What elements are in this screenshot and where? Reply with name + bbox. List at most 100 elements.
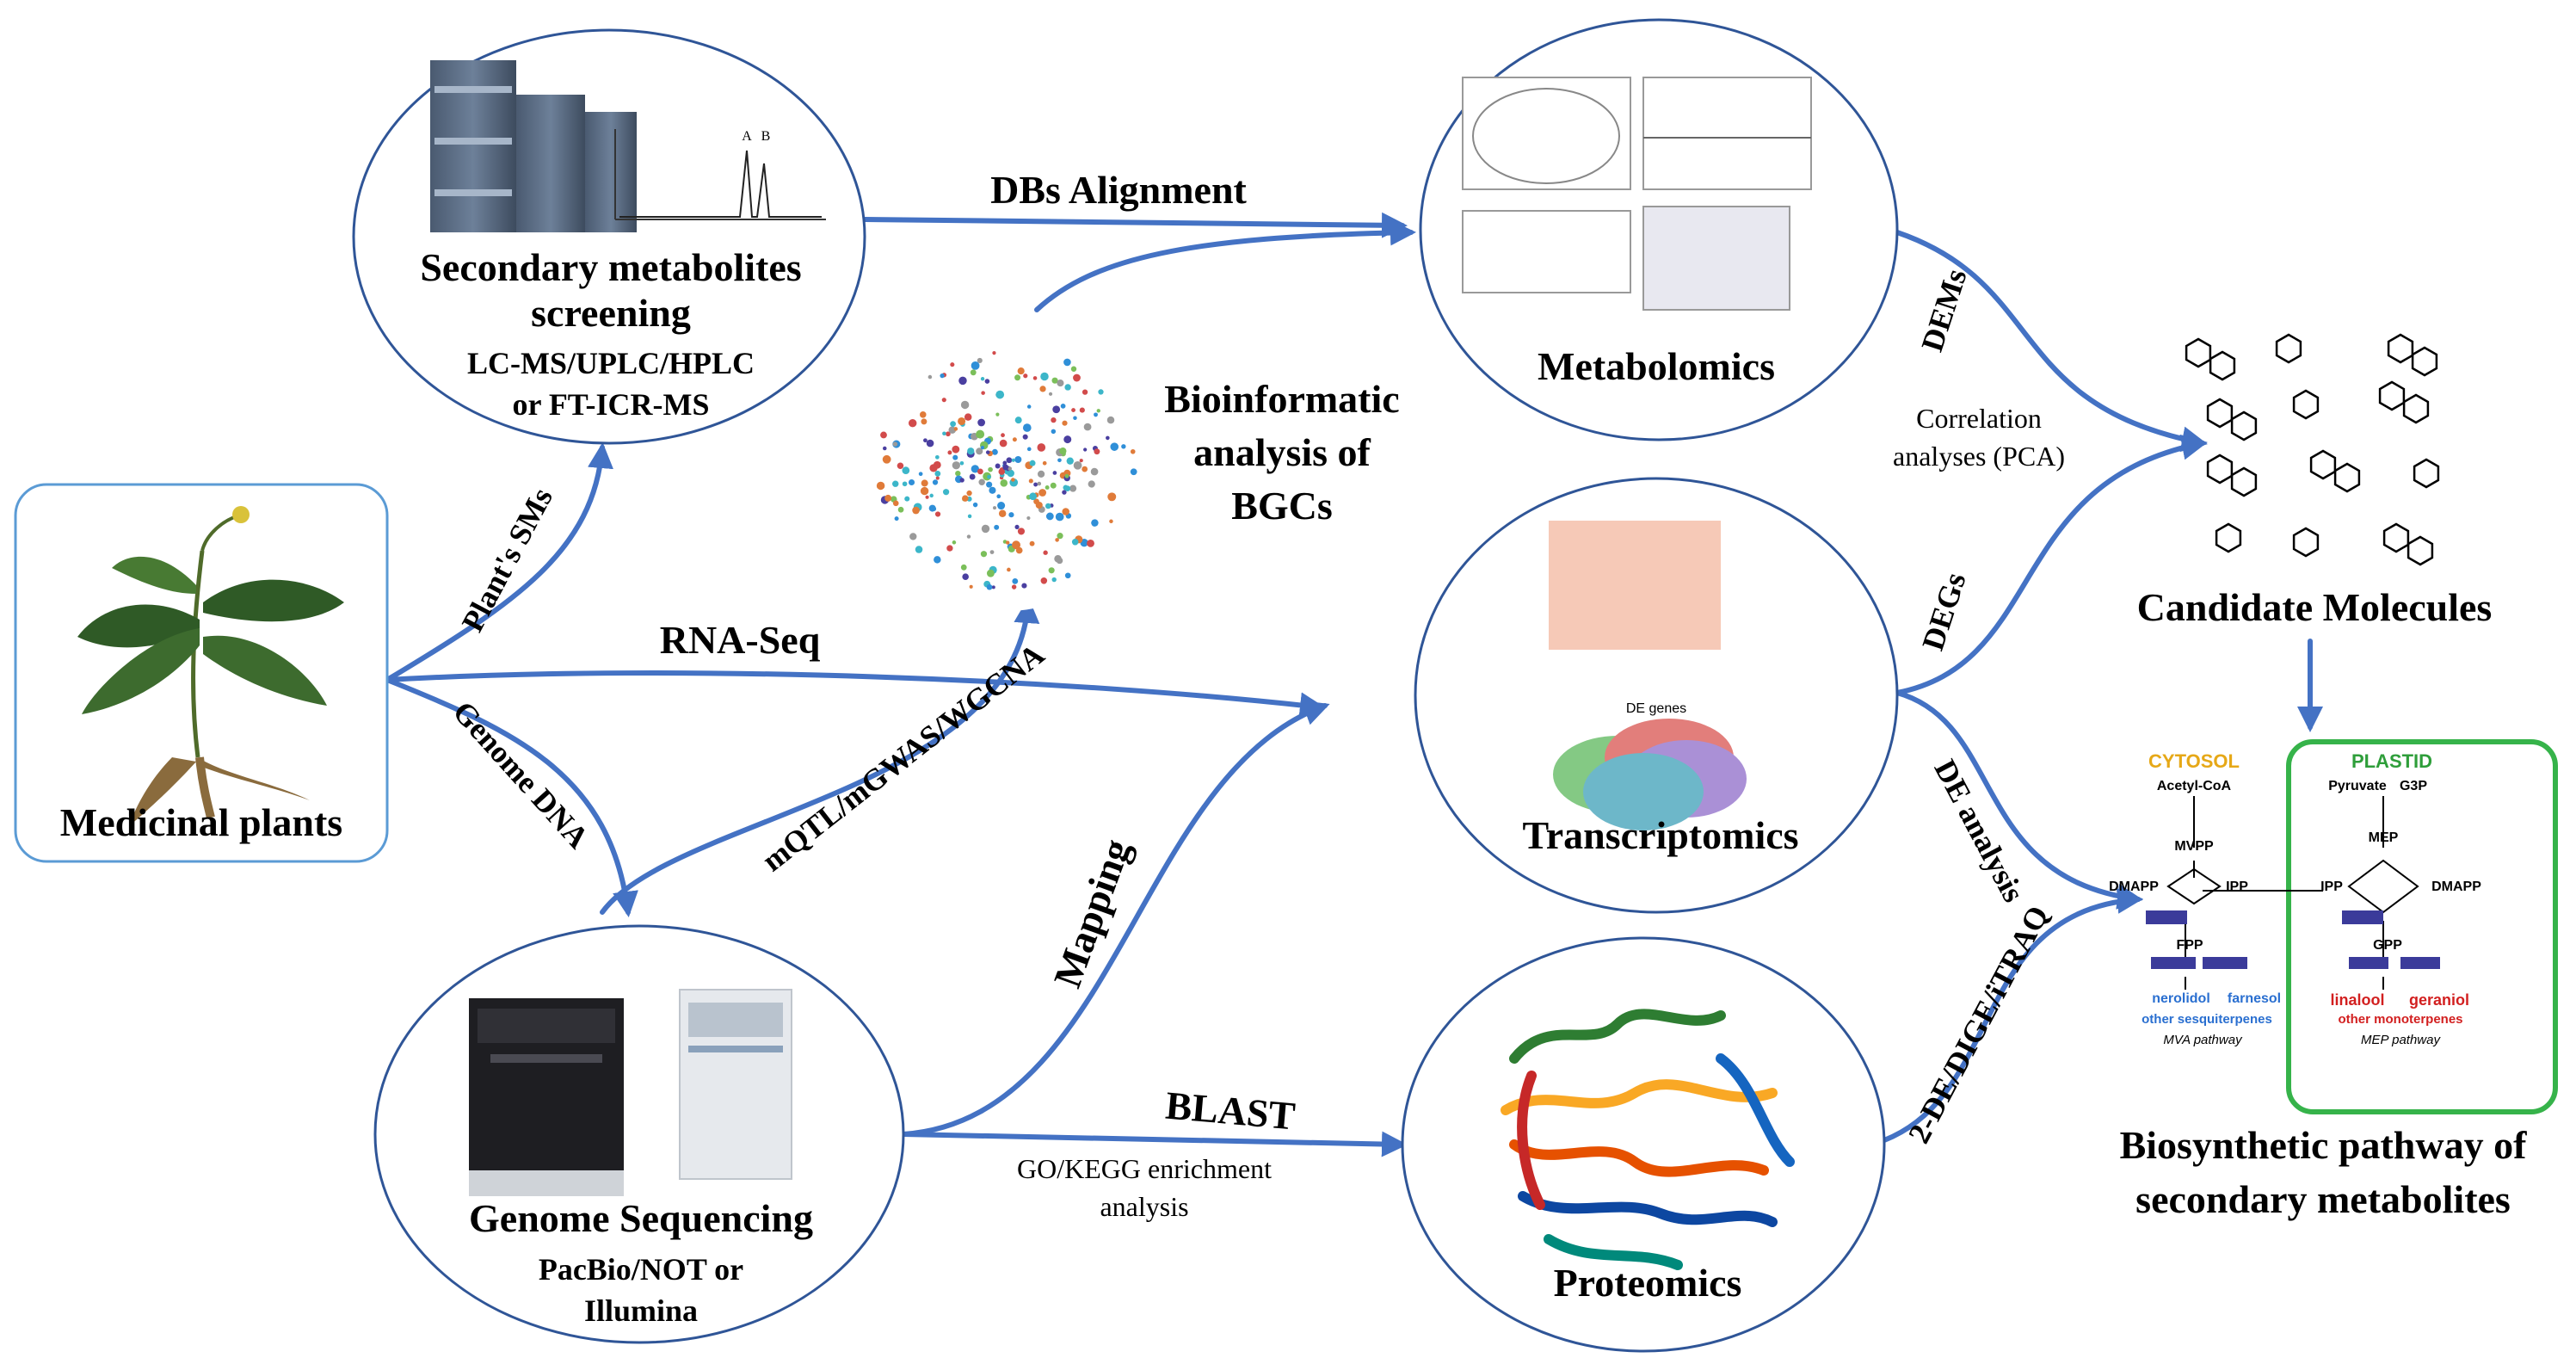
edge-label-rna-seq: RNA-Seq <box>659 618 821 662</box>
network-node <box>1060 403 1066 409</box>
network-node <box>912 506 920 515</box>
network-node <box>921 418 927 425</box>
network-node <box>884 494 892 502</box>
network-node <box>1054 555 1062 563</box>
network-node <box>1096 409 1100 413</box>
protein-structure <box>1501 1009 1795 1270</box>
network-node <box>969 473 976 480</box>
network-node <box>1051 377 1058 384</box>
network-node <box>1052 471 1057 475</box>
candidate-molecules-label: Candidate Molecules <box>2136 585 2493 629</box>
network-node <box>953 427 958 431</box>
network-node <box>960 400 970 410</box>
secondary-methods-2: or FT-ICR-MS <box>512 387 710 422</box>
molecule-ring <box>2333 462 2361 493</box>
network-node <box>1000 479 1008 487</box>
network-node <box>1090 467 1099 476</box>
network-node <box>1083 423 1092 431</box>
edges <box>385 212 2323 1157</box>
network-node <box>923 438 927 443</box>
network-node <box>1026 515 1031 521</box>
candidate-molecule-structures <box>2185 333 2440 566</box>
network-node <box>908 418 917 428</box>
network-node <box>995 463 1001 469</box>
bgc-label-1: Bioinformatic <box>1164 377 1400 421</box>
network-node <box>976 429 985 439</box>
secondary-metabolites-title-2: screening <box>531 291 691 335</box>
genome-sequencing-label: Genome Sequencing <box>469 1196 813 1240</box>
network-node <box>892 500 899 507</box>
sequencer-machines <box>469 989 792 1196</box>
network-node <box>995 390 1005 399</box>
network-node <box>935 476 940 480</box>
network-node <box>915 546 923 553</box>
network-node <box>966 490 972 497</box>
network-node <box>987 474 991 479</box>
network-node <box>1005 540 1010 545</box>
network-node <box>1014 374 1021 381</box>
network-node <box>909 533 917 540</box>
molecule-ring <box>2407 535 2434 566</box>
network-node <box>1106 435 1110 441</box>
network-node <box>1002 460 1008 466</box>
network-node <box>998 509 1007 517</box>
molecule-ring <box>2275 333 2302 364</box>
network-node <box>1012 540 1020 550</box>
network-node <box>959 460 964 466</box>
bgc-label-2: analysis of <box>1193 430 1371 474</box>
network-node <box>952 461 960 470</box>
pathway-mva: MVA pathway <box>2163 1033 2242 1047</box>
network-node <box>1029 460 1036 466</box>
network-node <box>1017 367 1025 375</box>
network-node <box>959 478 964 483</box>
network-node <box>947 450 952 455</box>
network-node <box>1057 533 1063 540</box>
network-node <box>941 398 946 403</box>
network-node <box>1029 492 1037 501</box>
molecule-ring <box>2185 337 2212 368</box>
network-node <box>981 524 990 534</box>
molecule-ring <box>2206 398 2234 429</box>
molecule-ring <box>2387 333 2414 364</box>
network-node <box>1021 583 1027 589</box>
network-node <box>1071 408 1075 413</box>
network-node <box>1055 538 1059 542</box>
pathway-mvpp: MVPP <box>2174 839 2214 854</box>
network-node <box>988 466 993 472</box>
edge-label-correlation-1: Correlation <box>1916 403 2042 434</box>
network-node <box>908 478 915 486</box>
network-node <box>1042 460 1047 466</box>
network-node <box>942 489 950 496</box>
network-node <box>989 486 996 494</box>
network-node <box>985 450 990 454</box>
network-node <box>986 481 993 488</box>
network-node <box>976 447 983 455</box>
network-node <box>920 486 929 496</box>
network-node <box>932 479 939 485</box>
proteomics-label: Proteomics <box>1553 1261 1742 1305</box>
network-node <box>996 494 1001 499</box>
network-node <box>1037 470 1045 478</box>
network-node <box>1064 384 1071 391</box>
network-node <box>1071 539 1079 546</box>
network-node <box>1087 539 1094 547</box>
network-node <box>952 445 960 454</box>
edge-de-analysis <box>1895 690 2143 910</box>
chromatogram-peak-b: B <box>761 129 771 144</box>
molecule-ring <box>2411 346 2438 377</box>
network-node <box>1022 434 1028 440</box>
network-node <box>931 506 937 512</box>
network-node <box>1045 485 1050 490</box>
network-node <box>980 551 988 558</box>
network-node <box>1052 405 1061 414</box>
network-node <box>1014 524 1020 529</box>
network-node <box>1066 457 1074 465</box>
pathway-mep-pathway: MEP pathway <box>2361 1033 2440 1047</box>
network-node <box>1039 386 1046 392</box>
network-node <box>986 569 995 577</box>
network-node <box>969 584 973 589</box>
network-node <box>1062 490 1067 495</box>
network-node <box>1029 540 1035 546</box>
pathway-label-1: Biosynthetic pathway of <box>2119 1123 2527 1167</box>
network-node <box>1008 466 1013 471</box>
